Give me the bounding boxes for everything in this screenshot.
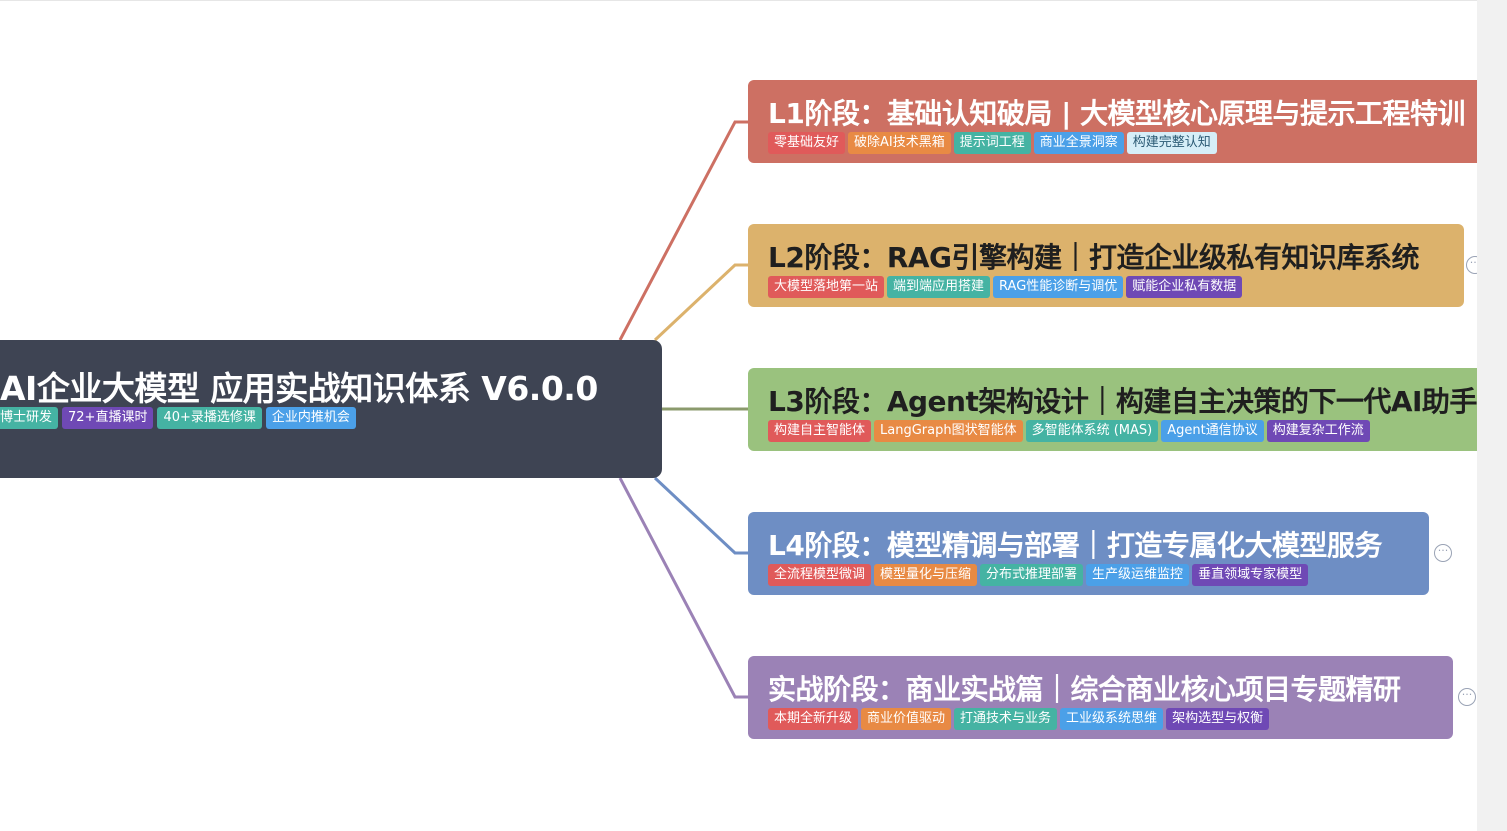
- stage-tag: 构建复杂工作流: [1266, 420, 1370, 442]
- stage-tag: 多智能体系统 (MAS): [1025, 420, 1159, 442]
- stage-tag: 零基础友好: [768, 132, 846, 154]
- connector-l4: [653, 476, 748, 555]
- stage-tag: 构建自主智能体: [768, 420, 872, 442]
- stage-title: L1阶段：基础认知破局 | 大模型核心原理与提示工程特训: [768, 97, 1466, 130]
- stage-tag: 构建完整认知: [1126, 132, 1217, 154]
- stage-node-l1[interactable]: L1阶段：基础认知破局 | 大模型核心原理与提示工程特训 零基础友好 破除AI技…: [748, 80, 1507, 163]
- stage-tag: 架构选型与权衡: [1166, 708, 1270, 730]
- stage-tags: 零基础友好 破除AI技术黑箱 提示词工程 商业全景洞察 构建完整认知: [768, 132, 1217, 154]
- stage-tag: 破除AI技术黑箱: [848, 132, 951, 154]
- connector-l1: [618, 120, 748, 341]
- stage-tag: 全流程模型微调: [768, 564, 872, 586]
- stage-tag: LangGraph图状智能体: [874, 420, 1023, 442]
- stage-node-l3[interactable]: L3阶段：Agent架构设计｜构建自主决策的下一代AI助手 构建自主智能体 La…: [748, 368, 1507, 451]
- more-icon[interactable]: ···: [1434, 544, 1452, 562]
- connector-practice: [618, 477, 748, 699]
- top-border: [0, 0, 1477, 1]
- stage-tag: 商业价值驱动: [861, 708, 952, 730]
- stage-tag: 工业级系统思维: [1060, 708, 1164, 730]
- stage-tag: 分布式推理部署: [980, 564, 1084, 586]
- stage-node-l4[interactable]: L4阶段：模型精调与部署｜打造专属化大模型服务 全流程模型微调 模型量化与压缩 …: [748, 512, 1429, 595]
- stage-tags: 本期全新升级 商业价值驱动 打通技术与业务 工业级系统思维 架构选型与权衡: [768, 708, 1270, 730]
- more-icon[interactable]: ···: [1458, 688, 1476, 706]
- stage-tag: 商业全景洞察: [1033, 132, 1124, 154]
- stage-tag: 提示词工程: [953, 132, 1031, 154]
- vertical-scrollbar[interactable]: [1477, 0, 1507, 831]
- stage-title: 实战阶段：商业实战篇｜综合商业核心项目专题精研: [768, 673, 1401, 706]
- root-title: AI企业大模型 应用实战知识体系 V6.0.0: [0, 369, 598, 408]
- connector-l2: [653, 263, 748, 342]
- stage-tag: 本期全新升级: [768, 708, 859, 730]
- stage-tag: 垂直领域专家模型: [1192, 564, 1309, 586]
- stage-title: L3阶段：Agent架构设计｜构建自主决策的下一代AI助手: [768, 385, 1477, 418]
- root-tags: 理工博士研发 72+直播课时 40+录播选修课 企业内推机会: [0, 407, 356, 429]
- root-tag: 40+录播选修课: [157, 407, 262, 429]
- root-tag: 72+直播课时: [62, 407, 154, 429]
- root-tag: 企业内推机会: [265, 407, 356, 429]
- stage-tag: 打通技术与业务: [954, 708, 1058, 730]
- stage-tag: 大模型落地第一站: [768, 276, 885, 298]
- stage-tag: Agent通信协议: [1161, 420, 1264, 442]
- stage-tag: 端到端应用搭建: [887, 276, 991, 298]
- stage-tags: 全流程模型微调 模型量化与压缩 分布式推理部署 生产级运维监控 垂直领域专家模型: [768, 564, 1309, 586]
- stage-title: L2阶段：RAG引擎构建｜打造企业级私有知识库系统: [768, 241, 1420, 274]
- stage-tag: 生产级运维监控: [1086, 564, 1190, 586]
- stage-tags: 大模型落地第一站 端到端应用搭建 RAG性能诊断与调优 赋能企业私有数据: [768, 276, 1243, 298]
- stage-tag: RAG性能诊断与调优: [993, 276, 1124, 298]
- stage-tags: 构建自主智能体 LangGraph图状智能体 多智能体系统 (MAS) Agen…: [768, 420, 1370, 442]
- stage-tag: 赋能企业私有数据: [1126, 276, 1243, 298]
- root-node[interactable]: AI企业大模型 应用实战知识体系 V6.0.0 理工博士研发 72+直播课时 4…: [0, 340, 662, 478]
- stage-tag: 模型量化与压缩: [874, 564, 978, 586]
- stage-title: L4阶段：模型精调与部署｜打造专属化大模型服务: [768, 529, 1382, 562]
- root-tag: 理工博士研发: [0, 407, 59, 429]
- stage-node-practice[interactable]: 实战阶段：商业实战篇｜综合商业核心项目专题精研 本期全新升级 商业价值驱动 打通…: [748, 656, 1453, 739]
- stage-node-l2[interactable]: L2阶段：RAG引擎构建｜打造企业级私有知识库系统 大模型落地第一站 端到端应用…: [748, 224, 1464, 307]
